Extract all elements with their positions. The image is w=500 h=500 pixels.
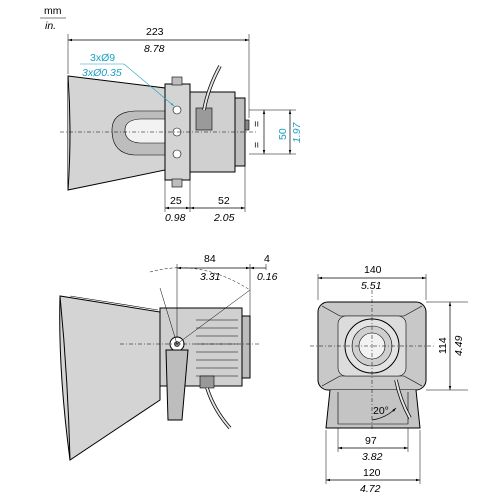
dim-depth: 84 3.31 4 0.16 <box>176 253 278 338</box>
width-in: 5.51 <box>361 280 381 292</box>
bracket-offset-in: 0.98 <box>165 212 186 224</box>
units-secondary: in. <box>45 20 56 32</box>
equal-mark-2: = <box>251 142 263 148</box>
dim-holes: 3xØ9 3xØ0.35 <box>80 52 175 107</box>
cable-gland <box>195 107 213 131</box>
dim-bracket: 97 3.82 120 4.72 <box>325 428 421 495</box>
bracket-inner-mm: 97 <box>365 435 377 447</box>
side-view <box>60 65 258 191</box>
dim-height-marks: = = 50 1.97 <box>249 109 303 155</box>
mounting-hole-1 <box>172 105 182 115</box>
bracket-outer-in: 4.72 <box>360 483 381 495</box>
depth-in: 3.31 <box>200 271 220 283</box>
overall-length-mm: 223 <box>146 26 164 38</box>
dim-overall-length: 223 8.78 <box>67 26 250 118</box>
equal-mark-1: = <box>251 121 263 127</box>
bracket-offset-mm: 25 <box>170 195 182 207</box>
offset-mm: 4 <box>264 253 270 265</box>
holes-in: 3xØ0.35 <box>82 67 122 79</box>
body-length-in: 2.05 <box>213 212 235 224</box>
dim-width: 140 5.51 <box>317 264 427 300</box>
mounting-hole-3 <box>172 149 182 159</box>
mounted-view <box>59 267 260 461</box>
body-length-mm: 52 <box>218 195 230 207</box>
dim-angle: 20° <box>371 405 397 421</box>
height-in: 1.97 <box>291 121 303 143</box>
front-bracket <box>325 389 421 429</box>
angle-label: 20° <box>373 405 389 417</box>
stand-bracket <box>165 349 189 421</box>
bracket-outer-mm: 120 <box>363 467 381 479</box>
units-legend: mm in. <box>40 5 66 32</box>
dim-height: 114 4.49 <box>426 301 468 391</box>
width-mm: 140 <box>364 264 382 276</box>
height-mm: 50 <box>277 128 289 140</box>
dim-bracket-offset: 25 0.98 52 2.05 <box>164 166 246 224</box>
front-view <box>310 290 434 430</box>
offset-in: 0.16 <box>257 271 278 283</box>
holes-mm: 3xØ9 <box>90 52 115 64</box>
units-primary: mm <box>44 5 62 17</box>
bracket-inner-in: 3.82 <box>362 451 383 463</box>
height-mm: 114 <box>437 337 449 354</box>
height-in: 4.49 <box>453 335 465 356</box>
overall-length-in: 8.78 <box>144 43 165 55</box>
depth-mm: 84 <box>204 253 216 265</box>
